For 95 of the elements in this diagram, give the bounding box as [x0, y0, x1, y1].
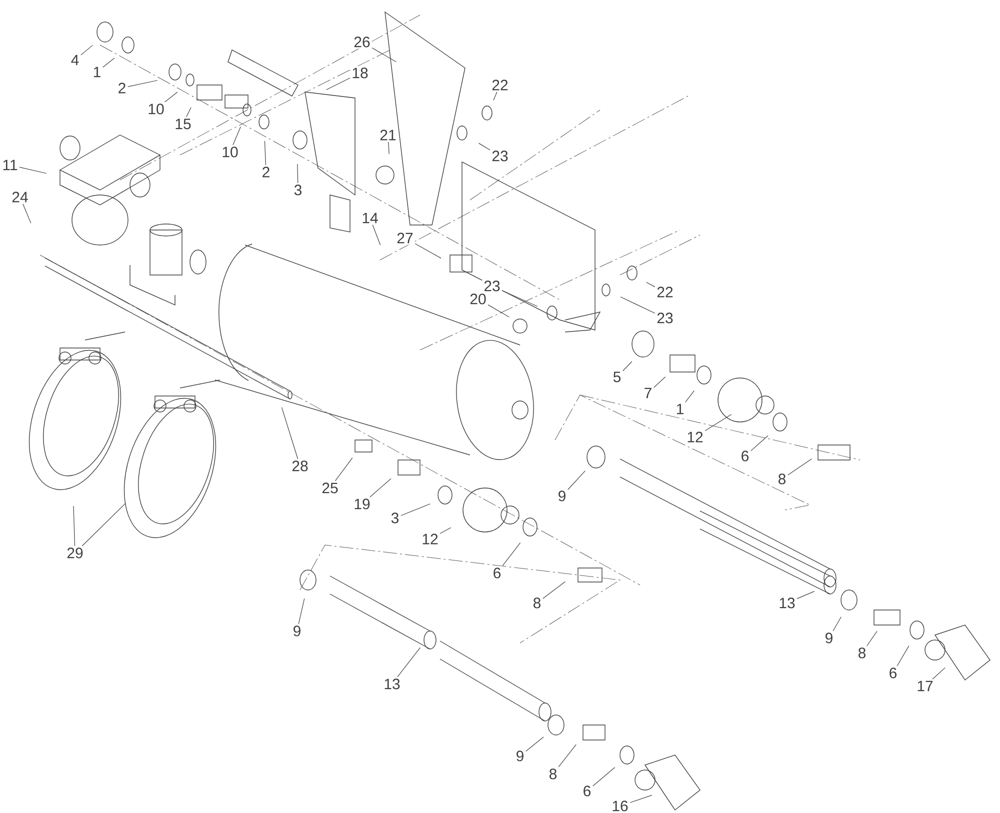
- callout-number: 15: [173, 117, 193, 131]
- leader-line: [397, 647, 420, 678]
- leader-line: [232, 126, 241, 146]
- callout-number: 3: [292, 183, 304, 197]
- callout-number: 27: [395, 231, 415, 245]
- callout-number: 17: [915, 679, 935, 693]
- leader-line: [502, 290, 538, 307]
- callout-number: 9: [514, 749, 526, 763]
- callout-number: 6: [491, 566, 503, 580]
- callout-number: 20: [468, 292, 488, 306]
- callout-number: 8: [547, 767, 559, 781]
- leader-line: [326, 78, 350, 90]
- leader-line: [493, 92, 498, 101]
- leader-line: [502, 542, 521, 566]
- leader-line: [370, 478, 392, 498]
- callout-number: 23: [490, 149, 510, 163]
- leader-line: [646, 282, 656, 288]
- callout-number: 2: [116, 81, 128, 95]
- callout-number: 11: [0, 158, 20, 172]
- callout-number: 6: [581, 784, 593, 798]
- callout-number: 10: [220, 145, 240, 159]
- callout-number: 8: [531, 596, 543, 610]
- callout-number: 18: [350, 66, 370, 80]
- leader-line: [685, 390, 695, 402]
- leader-line: [414, 243, 442, 258]
- leader-line: [440, 527, 452, 534]
- leader-line: [558, 744, 576, 768]
- leader-line: [654, 376, 666, 388]
- callout-number: 3: [389, 511, 401, 525]
- leader-line: [796, 591, 815, 599]
- leader-line: [620, 296, 656, 314]
- callout-number: 23: [482, 279, 502, 293]
- callout-number: 23: [655, 311, 675, 325]
- callout-number: 22: [490, 78, 510, 92]
- callout-number: 16: [610, 799, 630, 813]
- leader-line: [298, 598, 305, 624]
- leader-line: [388, 142, 390, 154]
- leader-line: [750, 435, 768, 452]
- leader-line: [164, 92, 178, 102]
- callout-number: 4: [69, 53, 81, 67]
- callout-number: 21: [378, 128, 398, 142]
- callout-number: 1: [674, 402, 686, 416]
- callout-number: 29: [65, 546, 85, 560]
- callout-number: 5: [611, 370, 623, 384]
- leader-line: [22, 204, 32, 224]
- callout-number: 19: [352, 497, 372, 511]
- callout-number: 9: [291, 624, 303, 638]
- callout-number: 9: [823, 631, 835, 645]
- callout-number: 6: [739, 449, 751, 463]
- callout-number: 14: [360, 211, 380, 225]
- callout-number: 10: [146, 102, 166, 116]
- callout-number: 24: [10, 190, 30, 204]
- leader-line: [704, 414, 732, 432]
- callout-number: 8: [856, 646, 868, 660]
- callout-number: 9: [556, 489, 568, 503]
- leader-line: [400, 504, 430, 516]
- callout-number: 22: [655, 285, 675, 299]
- leader-line: [19, 166, 47, 174]
- leader-line: [488, 304, 510, 318]
- leader-line: [832, 616, 842, 632]
- callout-number: 7: [642, 386, 654, 400]
- callout-number: 26: [352, 35, 372, 49]
- leader-line: [80, 44, 93, 56]
- leader-line: [526, 736, 544, 752]
- leader-line: [334, 458, 353, 482]
- callout-number: 12: [685, 430, 705, 444]
- callout-number: 25: [320, 481, 340, 495]
- callout-number: 2: [260, 165, 272, 179]
- callout-number: 8: [776, 472, 788, 486]
- leader-line: [128, 80, 158, 88]
- leader-line: [372, 224, 381, 246]
- leader-line: [542, 581, 566, 599]
- leader-line: [73, 506, 76, 546]
- leader-line: [788, 458, 812, 476]
- leader-line: [264, 140, 266, 166]
- leader-line: [630, 794, 652, 803]
- leader-line: [932, 667, 946, 680]
- callout-number: 13: [777, 596, 797, 610]
- callout-number: 28: [290, 459, 310, 473]
- leader-line: [82, 502, 126, 546]
- leader-line: [281, 407, 298, 460]
- leader-line: [478, 142, 490, 150]
- leader-line: [297, 164, 298, 184]
- leader-line: [622, 361, 632, 372]
- callout-number: 13: [382, 677, 402, 691]
- leader-line: [866, 630, 878, 646]
- leader-line: [102, 58, 115, 68]
- leader-line: [186, 107, 192, 118]
- leader-line: [568, 470, 586, 490]
- leader-line: [372, 48, 396, 62]
- leader-line: [592, 767, 616, 786]
- leader-line: [896, 646, 910, 666]
- callout-number: 1: [91, 65, 103, 79]
- callout-number: 6: [887, 666, 899, 680]
- callout-number: 12: [420, 532, 440, 546]
